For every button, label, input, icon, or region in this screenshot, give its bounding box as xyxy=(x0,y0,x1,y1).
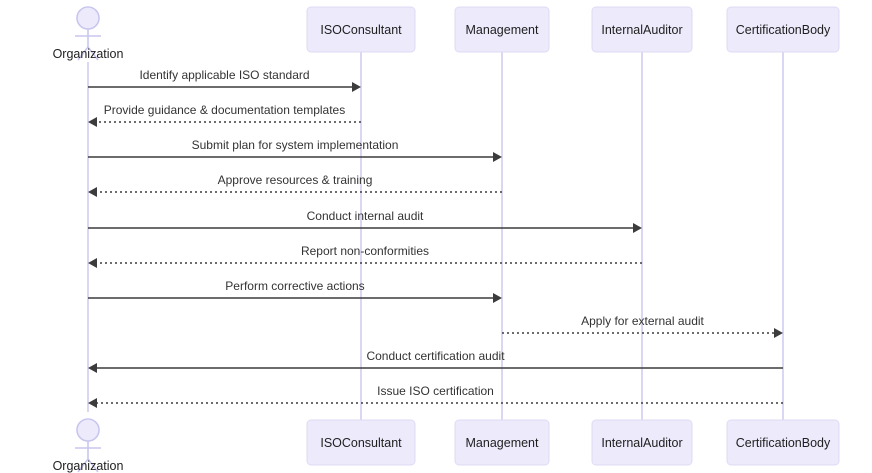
message-label-6: Report non-conformities xyxy=(301,244,429,258)
participant-label-management: Management xyxy=(466,23,539,37)
message-4[interactable]: Approve resources & training xyxy=(88,173,502,197)
participant-box xyxy=(591,419,693,466)
message-3[interactable]: Submit plan for system implementation xyxy=(88,138,502,162)
message-5[interactable]: Conduct internal audit xyxy=(88,209,642,233)
participant-label-certificationbody: CertificationBody xyxy=(736,436,831,450)
participant-label-internalauditor: InternalAuditor xyxy=(601,436,682,450)
message-label-2: Provide guidance & documentation templat… xyxy=(104,103,345,117)
actor-head-icon xyxy=(76,6,100,30)
message-arrowhead-icon xyxy=(88,258,97,268)
participant-label-organization: Organization xyxy=(53,459,124,473)
participant-box xyxy=(591,6,693,53)
participant-management-bottom[interactable]: Management xyxy=(454,419,550,466)
participant-box xyxy=(454,419,550,466)
participant-label-isoconsultant: ISOConsultant xyxy=(320,23,402,37)
message-label-5: Conduct internal audit xyxy=(307,209,424,223)
actor-left-leg-icon xyxy=(77,458,89,473)
participant-label-certificationbody: CertificationBody xyxy=(736,23,831,37)
message-arrowhead-icon xyxy=(88,187,97,197)
participant-box xyxy=(726,419,840,466)
message-6[interactable]: Report non-conformities xyxy=(88,244,642,268)
participant-isoconsultant-bottom[interactable]: ISOConsultant xyxy=(306,419,416,466)
participant-label-internalauditor: InternalAuditor xyxy=(601,23,682,37)
lifeline-group xyxy=(87,52,784,420)
message-arrowhead-icon xyxy=(774,328,783,338)
message-label-10: Issue ISO certification xyxy=(377,384,494,398)
message-9[interactable]: Conduct certification audit xyxy=(88,349,783,373)
participant-box xyxy=(454,6,550,53)
message-arrowhead-icon xyxy=(88,398,97,408)
participant-label-management: Management xyxy=(466,436,539,450)
message-arrowhead-icon xyxy=(352,82,361,92)
message-8[interactable]: Apply for external audit xyxy=(502,314,783,338)
actor-right-leg-icon xyxy=(87,458,99,473)
actor-right-leg-icon xyxy=(87,46,99,61)
participant-certificationbody-top[interactable]: CertificationBody xyxy=(726,6,840,53)
message-2[interactable]: Provide guidance & documentation templat… xyxy=(88,103,361,127)
message-label-9: Conduct certification audit xyxy=(366,349,505,363)
message-label-1: Identify applicable ISO standard xyxy=(139,68,309,82)
message-arrowhead-icon xyxy=(88,117,97,127)
message-7[interactable]: Perform corrective actions xyxy=(88,279,502,303)
actor-organization-top[interactable]: Organization xyxy=(53,6,124,61)
message-arrowhead-icon xyxy=(88,363,97,373)
participant-internalauditor-bottom[interactable]: InternalAuditor xyxy=(591,419,693,466)
participant-box xyxy=(726,6,840,53)
participant-isoconsultant-top[interactable]: ISOConsultant xyxy=(306,6,416,53)
participant-label-organization: Organization xyxy=(53,47,124,61)
participant-box xyxy=(306,419,416,466)
message-label-8: Apply for external audit xyxy=(581,314,704,328)
participant-label-isoconsultant: ISOConsultant xyxy=(320,436,402,450)
message-10[interactable]: Issue ISO certification xyxy=(88,384,783,408)
message-arrowhead-icon xyxy=(633,223,642,233)
participant-certificationbody-bottom[interactable]: CertificationBody xyxy=(726,419,840,466)
participant-box xyxy=(306,6,416,53)
message-label-7: Perform corrective actions xyxy=(225,279,364,293)
actor-organization-bottom[interactable]: Organization xyxy=(53,418,124,473)
message-group: Identify applicable ISO standardProvide … xyxy=(88,68,783,408)
message-arrowhead-icon xyxy=(493,293,502,303)
message-label-3: Submit plan for system implementation xyxy=(192,138,399,152)
message-label-4: Approve resources & training xyxy=(218,173,373,187)
participant-footer-group: Organization ISOConsultant Management Inter… xyxy=(53,418,840,473)
message-1[interactable]: Identify applicable ISO standard xyxy=(88,68,361,92)
participant-management-top[interactable]: Management xyxy=(454,6,550,53)
message-arrowhead-icon xyxy=(493,152,502,162)
actor-left-leg-icon xyxy=(77,46,89,61)
actor-head-icon xyxy=(76,418,100,442)
participant-header-group: Organization ISOConsultant Management Inter… xyxy=(53,6,840,61)
participant-internalauditor-top[interactable]: InternalAuditor xyxy=(591,6,693,53)
